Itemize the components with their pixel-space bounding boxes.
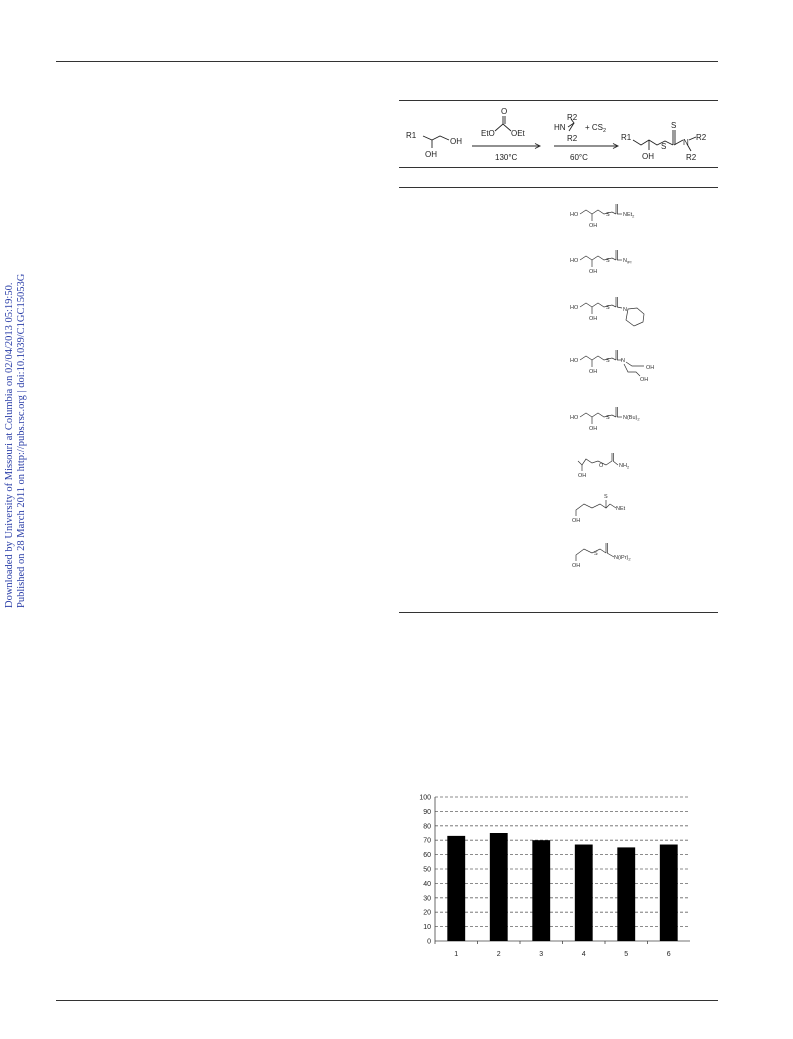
structure-1: HO OH S NEt2 [570,212,635,229]
bar-chart: 0 10 20 30 40 50 60 70 80 90 100 1 2 3 4 5 6 [419,795,690,958]
bar [489,833,508,941]
svg-text:NEt: NEt [616,506,626,512]
table-bottom-rule [399,612,718,613]
svg-text:OH: OH [589,269,597,275]
svg-text:S: S [606,305,610,311]
page-footer-rule [56,1000,718,1001]
svg-text:NiPr: NiPr [623,258,633,265]
product-r1: R1 [621,133,632,142]
cs2-label: + CS2 [585,123,606,134]
svg-text:HO: HO [570,212,579,218]
bar [447,835,466,941]
svg-text:NEt2: NEt2 [623,212,635,219]
y-tick-label: 70 [423,838,431,845]
product-r2-bottom: R2 [686,153,697,162]
reactant-oh-primary: OH [450,137,462,146]
structure-6: OH O NH2 [578,463,630,479]
product-r2-top: R2 [696,133,707,142]
svg-text:S: S [606,415,610,421]
x-tick-label: 4 [582,951,586,958]
structure-5: HO OH S N(Bu)2 [570,415,640,432]
svg-text:N: N [623,307,627,313]
download-note: Downloaded by University of Missouri at … [4,268,27,608]
amine-r2-top: R2 [567,113,578,122]
svg-text:OH: OH [640,377,648,383]
bar [574,844,593,941]
amine-r2-bottom: R2 [567,134,578,143]
reactant-oh-secondary: OH [425,150,437,159]
svg-text:S: S [604,494,608,500]
carbonate-eto: EtO [481,129,495,138]
svg-text:NH2: NH2 [619,463,630,470]
y-tick-label: 0 [427,939,431,946]
structure-4: HO OH S N OH OH [570,358,654,383]
svg-text:OH: OH [589,223,597,229]
product-s-thione: S [671,121,676,130]
product-n: N [683,138,689,147]
svg-text:OH: OH [589,426,597,432]
x-tick-label: 6 [667,951,671,958]
x-tick-label: 3 [539,951,543,958]
x-tick-label: 1 [454,951,458,958]
y-tick-label: 20 [423,910,431,917]
structure-7: OH S NEt [572,494,626,524]
download-line[interactable]: Downloaded by University of Missouri at … [4,282,15,608]
condition-2: 60°C [570,153,588,162]
bar [532,840,551,941]
svg-text:O: O [599,463,604,469]
y-tick-label: 10 [423,924,431,931]
scheme-bottom-rule [399,167,718,168]
y-tick-label: 100 [419,795,431,802]
svg-text:HO: HO [570,415,579,421]
svg-text:S: S [594,551,598,557]
y-tick-label: 30 [423,895,431,902]
product-oh: OH [642,152,654,161]
structure-2: HO OH S NiPr [570,258,633,275]
x-tick-label: 2 [497,951,501,958]
condition-1: 130°C [495,153,518,162]
carbonate-o: O [501,107,507,116]
structure-3: HO OH S N [570,305,627,322]
reactant-r1: R1 [406,131,417,140]
x-tick-label: 5 [624,951,628,958]
svg-text:S: S [606,258,610,264]
svg-text:OH: OH [572,518,580,524]
published-line[interactable]: Published on 28 March 2011 on http://pub… [15,273,27,608]
svg-text:HO: HO [570,258,579,264]
structure-8: OH S N(iPr)2 [572,551,631,569]
svg-text:N(iPr)2: N(iPr)2 [614,555,631,562]
product-s: S [661,142,666,151]
y-tick-label: 80 [423,823,431,830]
svg-text:S: S [606,212,610,218]
svg-text:N(Bu)2: N(Bu)2 [623,415,640,422]
page-header-rule [56,61,718,62]
carbonate-oet: OEt [511,129,526,138]
svg-text:OH: OH [572,563,580,569]
svg-text:OH: OH [646,365,654,371]
y-tick-label: 50 [423,867,431,874]
svg-text:OH: OH [578,473,586,479]
y-tick-label: 40 [423,881,431,888]
svg-text:HO: HO [570,358,579,364]
svg-text:N: N [621,358,625,364]
amine-hn: HN [554,123,566,132]
table-header-rule [399,187,718,188]
svg-text:OH: OH [589,316,597,322]
product-structures: HO OH S NEt2 HO OH S NiPr HO OH S N HO O… [570,204,654,569]
table-top-rule [399,100,718,101]
svg-text:HO: HO [570,305,579,311]
bar [659,844,678,941]
svg-text:S: S [606,358,610,364]
y-tick-label: 60 [423,852,431,859]
bar [617,847,636,941]
reaction-scheme: R1 OH OH O EtO OEt 130°C R2 HN R2 + CS2 … [406,107,707,162]
y-tick-label: 90 [423,809,431,816]
svg-text:OH: OH [589,369,597,375]
